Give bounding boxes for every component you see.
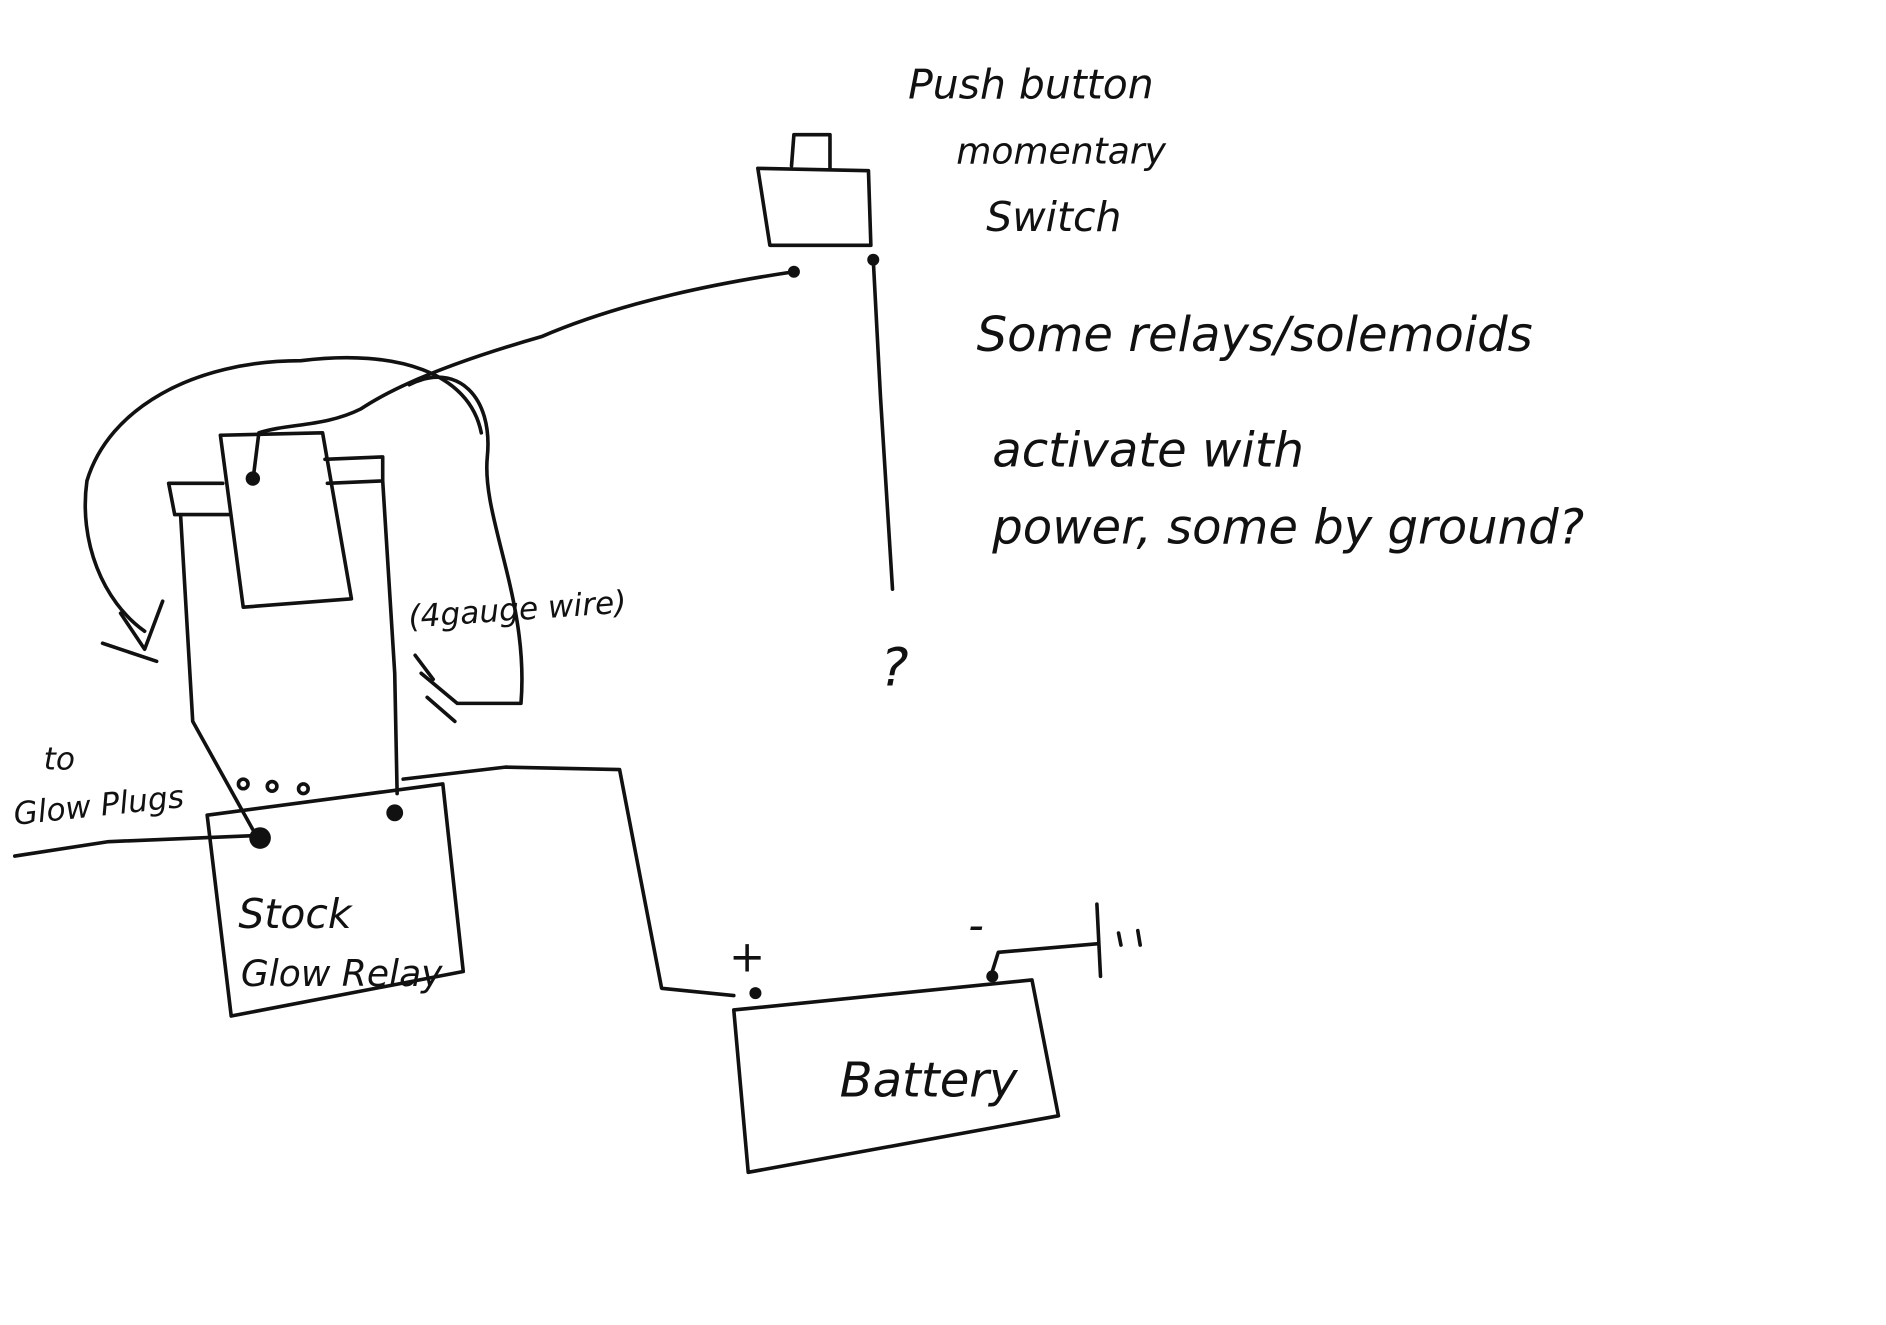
- plus-sign: +: [729, 933, 765, 983]
- note-line2: activate with: [992, 423, 1304, 479]
- glow-plugs-label-line1: to: [44, 742, 75, 778]
- relay-label-line1: Stock: [238, 890, 353, 938]
- glow-plugs-label-line2: Glow Plugs: [12, 779, 186, 833]
- push-button-switch: [756, 132, 880, 278]
- relay-body: [166, 431, 385, 609]
- minus-sign: -: [968, 901, 984, 951]
- switch-label-line3: Switch: [986, 193, 1121, 241]
- note-line1: Some relays/solemoids: [977, 307, 1533, 363]
- switch-label-line2: momentary: [956, 131, 1166, 173]
- stock-glow-relay: [205, 777, 466, 1018]
- battery-label: Battery: [840, 1053, 1018, 1109]
- battery: [731, 970, 1061, 1175]
- switch-label-line1: Push button: [908, 61, 1154, 109]
- question-mark: ?: [880, 637, 908, 698]
- wire-label: (4gauge wire): [407, 584, 627, 635]
- note-line3: power, some by ground?: [991, 499, 1584, 555]
- wires: [12, 257, 1142, 998]
- relay-label-line2: Glow Relay: [241, 953, 443, 995]
